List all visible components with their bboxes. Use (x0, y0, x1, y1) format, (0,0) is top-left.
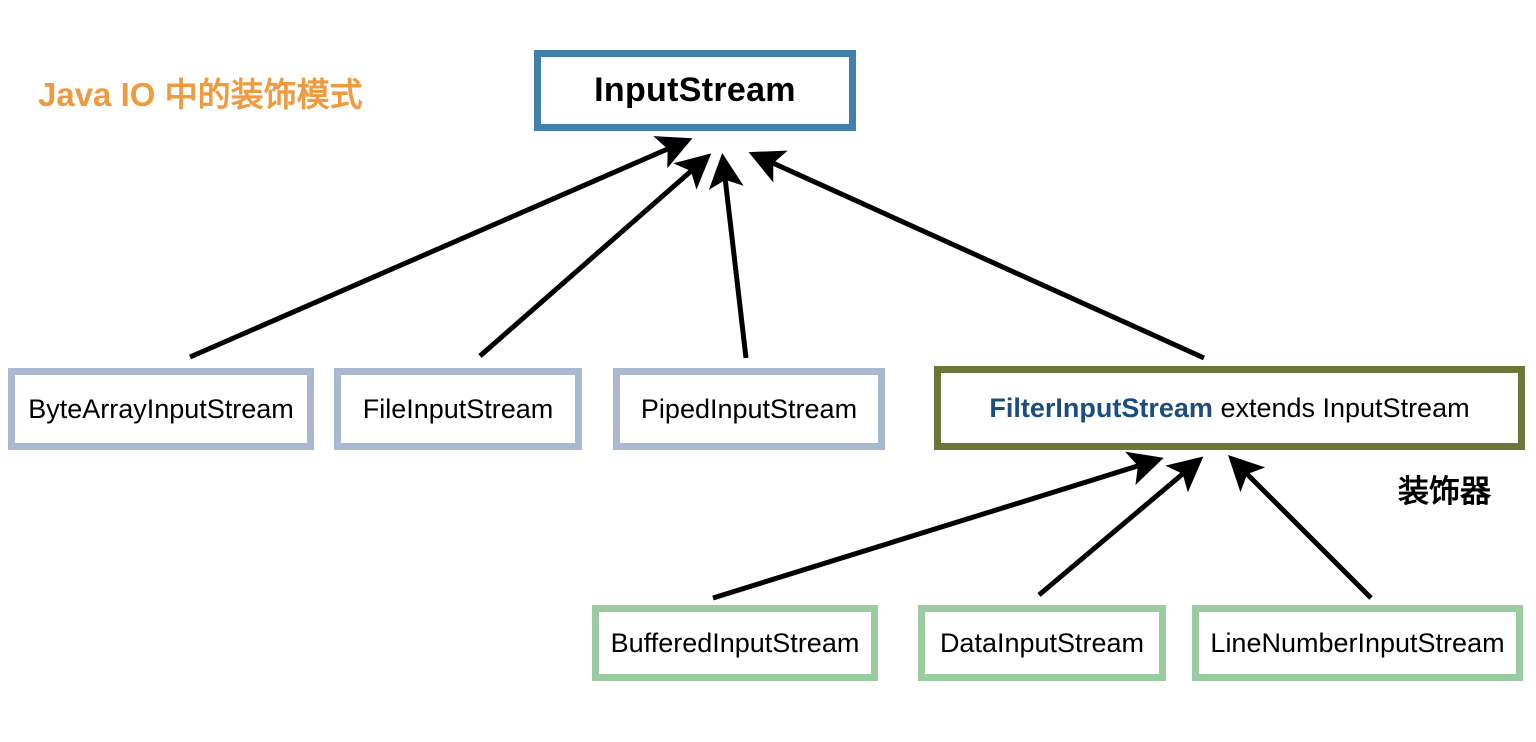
node-pipedinputstream[interactable]: PipedInputStream (613, 368, 885, 450)
node-linenumberinputstream[interactable]: LineNumberInputStream (1192, 605, 1523, 681)
edge-piped-to-inputstream (708, 153, 749, 359)
decorator-annotation: 装饰器 (1398, 474, 1491, 509)
node-fileinputstream[interactable]: FileInputStream (334, 368, 582, 450)
node-linenumberinputstream-label: LineNumberInputStream (1210, 627, 1505, 658)
edge-buffered-to-filter (712, 451, 1164, 601)
edge-bytearray-to-inputstream (189, 136, 693, 360)
node-fileinputstream-label: FileInputStream (362, 393, 554, 424)
node-datainputstream-label: DataInputStream (939, 627, 1145, 658)
node-bufferedinputstream-label: BufferedInputStream (610, 627, 860, 658)
diagram-title: Java IO 中的装饰模式 (38, 76, 363, 113)
node-inputstream[interactable]: InputStream (534, 50, 856, 131)
node-bytearrayinputstream-label: ByteArrayInputStream (28, 393, 294, 424)
node-inputstream-label: InputStream (594, 71, 796, 109)
node-datainputstream[interactable]: DataInputStream (918, 605, 1166, 681)
node-filterinputstream[interactable]: FilterInputStream extends InputStream (934, 366, 1525, 450)
edge-data-to-filter (1037, 456, 1204, 597)
node-pipedinputstream-label: PipedInputStream (640, 393, 858, 424)
node-bytearrayinputstream[interactable]: ByteArrayInputStream (8, 368, 314, 450)
node-filterinputstream-label-rest: extends InputStream (1212, 392, 1470, 423)
node-bufferedinputstream[interactable]: BufferedInputStream (592, 605, 878, 681)
node-filterinputstream-label-strong: FilterInputStream (989, 392, 1213, 423)
edge-linenumber-to-filter (1228, 455, 1373, 600)
edge-file-to-inputstream (478, 153, 712, 358)
node-filterinputstream-label: FilterInputStream extends InputStream (989, 393, 1469, 424)
edge-filter-to-inputstream (748, 150, 1206, 361)
